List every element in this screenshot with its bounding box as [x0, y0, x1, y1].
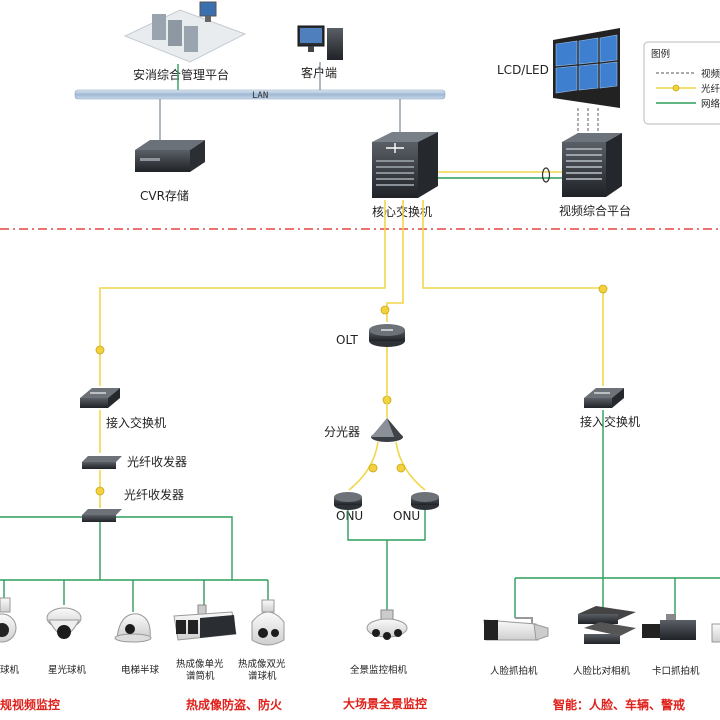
access-switch-left-icon — [80, 388, 120, 408]
caption-thermal: 热成像防盗、防火 — [186, 697, 283, 712]
onu-left-icon — [334, 492, 362, 510]
face-capture-camera-icon — [483, 617, 549, 641]
lan-bus: LAN — [74, 89, 446, 101]
thermal-ptz-label-1: 热成像双光 — [238, 658, 286, 670]
video-platform-icon — [562, 133, 622, 197]
client-label: 客户端 — [301, 65, 337, 80]
access-switch-left-label: 接入交换机 — [106, 415, 166, 430]
gate-capture-camera-icon — [642, 614, 696, 640]
core-switch-icon — [372, 132, 438, 198]
olt-label: OLT — [336, 333, 358, 347]
onu-right-label: ONU — [393, 509, 420, 523]
elevator-dome-label: 电梯半球 — [121, 664, 160, 676]
face-capture-label: 人脸抓拍机 — [490, 665, 538, 677]
access-switch-right-icon — [584, 388, 624, 408]
panorama-camera-icon — [366, 609, 408, 640]
thermal-bullet-camera-icon — [173, 604, 237, 641]
video-wall-icon — [553, 28, 620, 108]
cvr-storage-icon — [135, 140, 205, 172]
olt-icon — [369, 324, 405, 347]
elevator-dome-camera-icon — [114, 613, 152, 643]
splitter-label: 分光器 — [324, 425, 360, 439]
splitter-icon — [371, 418, 403, 442]
face-compare-label: 人脸比对相机 — [573, 665, 631, 677]
gate-capture-label: 卡口抓拍机 — [652, 665, 700, 677]
face-compare-camera-icon — [578, 606, 636, 644]
transceiver-bottom-label: 光纤收发器 — [124, 487, 184, 502]
ball-camera-label: 球机 — [0, 664, 20, 676]
management-platform-icon — [123, 1, 247, 63]
thermal-ptz-label-2: 谱球机 — [248, 670, 277, 682]
caption-regular-monitoring: 规视频监控 — [0, 697, 60, 712]
client-pc-icon — [297, 25, 343, 60]
legend-network-label: 网络 — [701, 98, 720, 110]
transceiver-top-label: 光纤收发器 — [127, 454, 187, 469]
legend-title: 图例 — [651, 48, 670, 60]
legend-box: 图例 视频 光纤 网络 — [643, 41, 720, 125]
panorama-camera-label: 全景监控相机 — [350, 664, 408, 676]
lcd-led-label: LCD/LED — [497, 63, 549, 77]
partial-camera-icon — [711, 623, 720, 643]
starlight-dome-label: 星光球机 — [48, 664, 87, 676]
legend-video-label: 视频 — [701, 68, 720, 80]
thermal-bullet-label-1: 热成像单光 — [176, 658, 224, 670]
onu-right-icon — [411, 492, 439, 510]
lan-label: LAN — [252, 91, 268, 101]
thermal-bullet-label-2: 谱筒机 — [186, 670, 215, 682]
caption-panorama: 大场景全景监控 — [343, 696, 427, 711]
video-platform-label: 视频综合平台 — [559, 203, 631, 218]
cvr-storage-label: CVR存储 — [140, 188, 189, 203]
starlight-dome-camera-icon — [46, 607, 82, 639]
ball-camera-icon — [0, 597, 17, 643]
transceiver-top-icon — [82, 456, 122, 469]
core-switch-label: 核心交换机 — [372, 204, 432, 219]
onu-left-label: ONU — [336, 509, 363, 523]
management-platform-label: 安消综合管理平台 — [133, 67, 229, 82]
transceiver-bottom-icon — [82, 509, 122, 522]
caption-smart: 智能：人脸、车辆、警戒 — [552, 697, 685, 712]
legend-fiber-label: 光纤 — [701, 83, 720, 95]
thermal-ptz-camera-icon — [251, 599, 285, 646]
access-switch-right-label: 接入交换机 — [580, 414, 640, 429]
